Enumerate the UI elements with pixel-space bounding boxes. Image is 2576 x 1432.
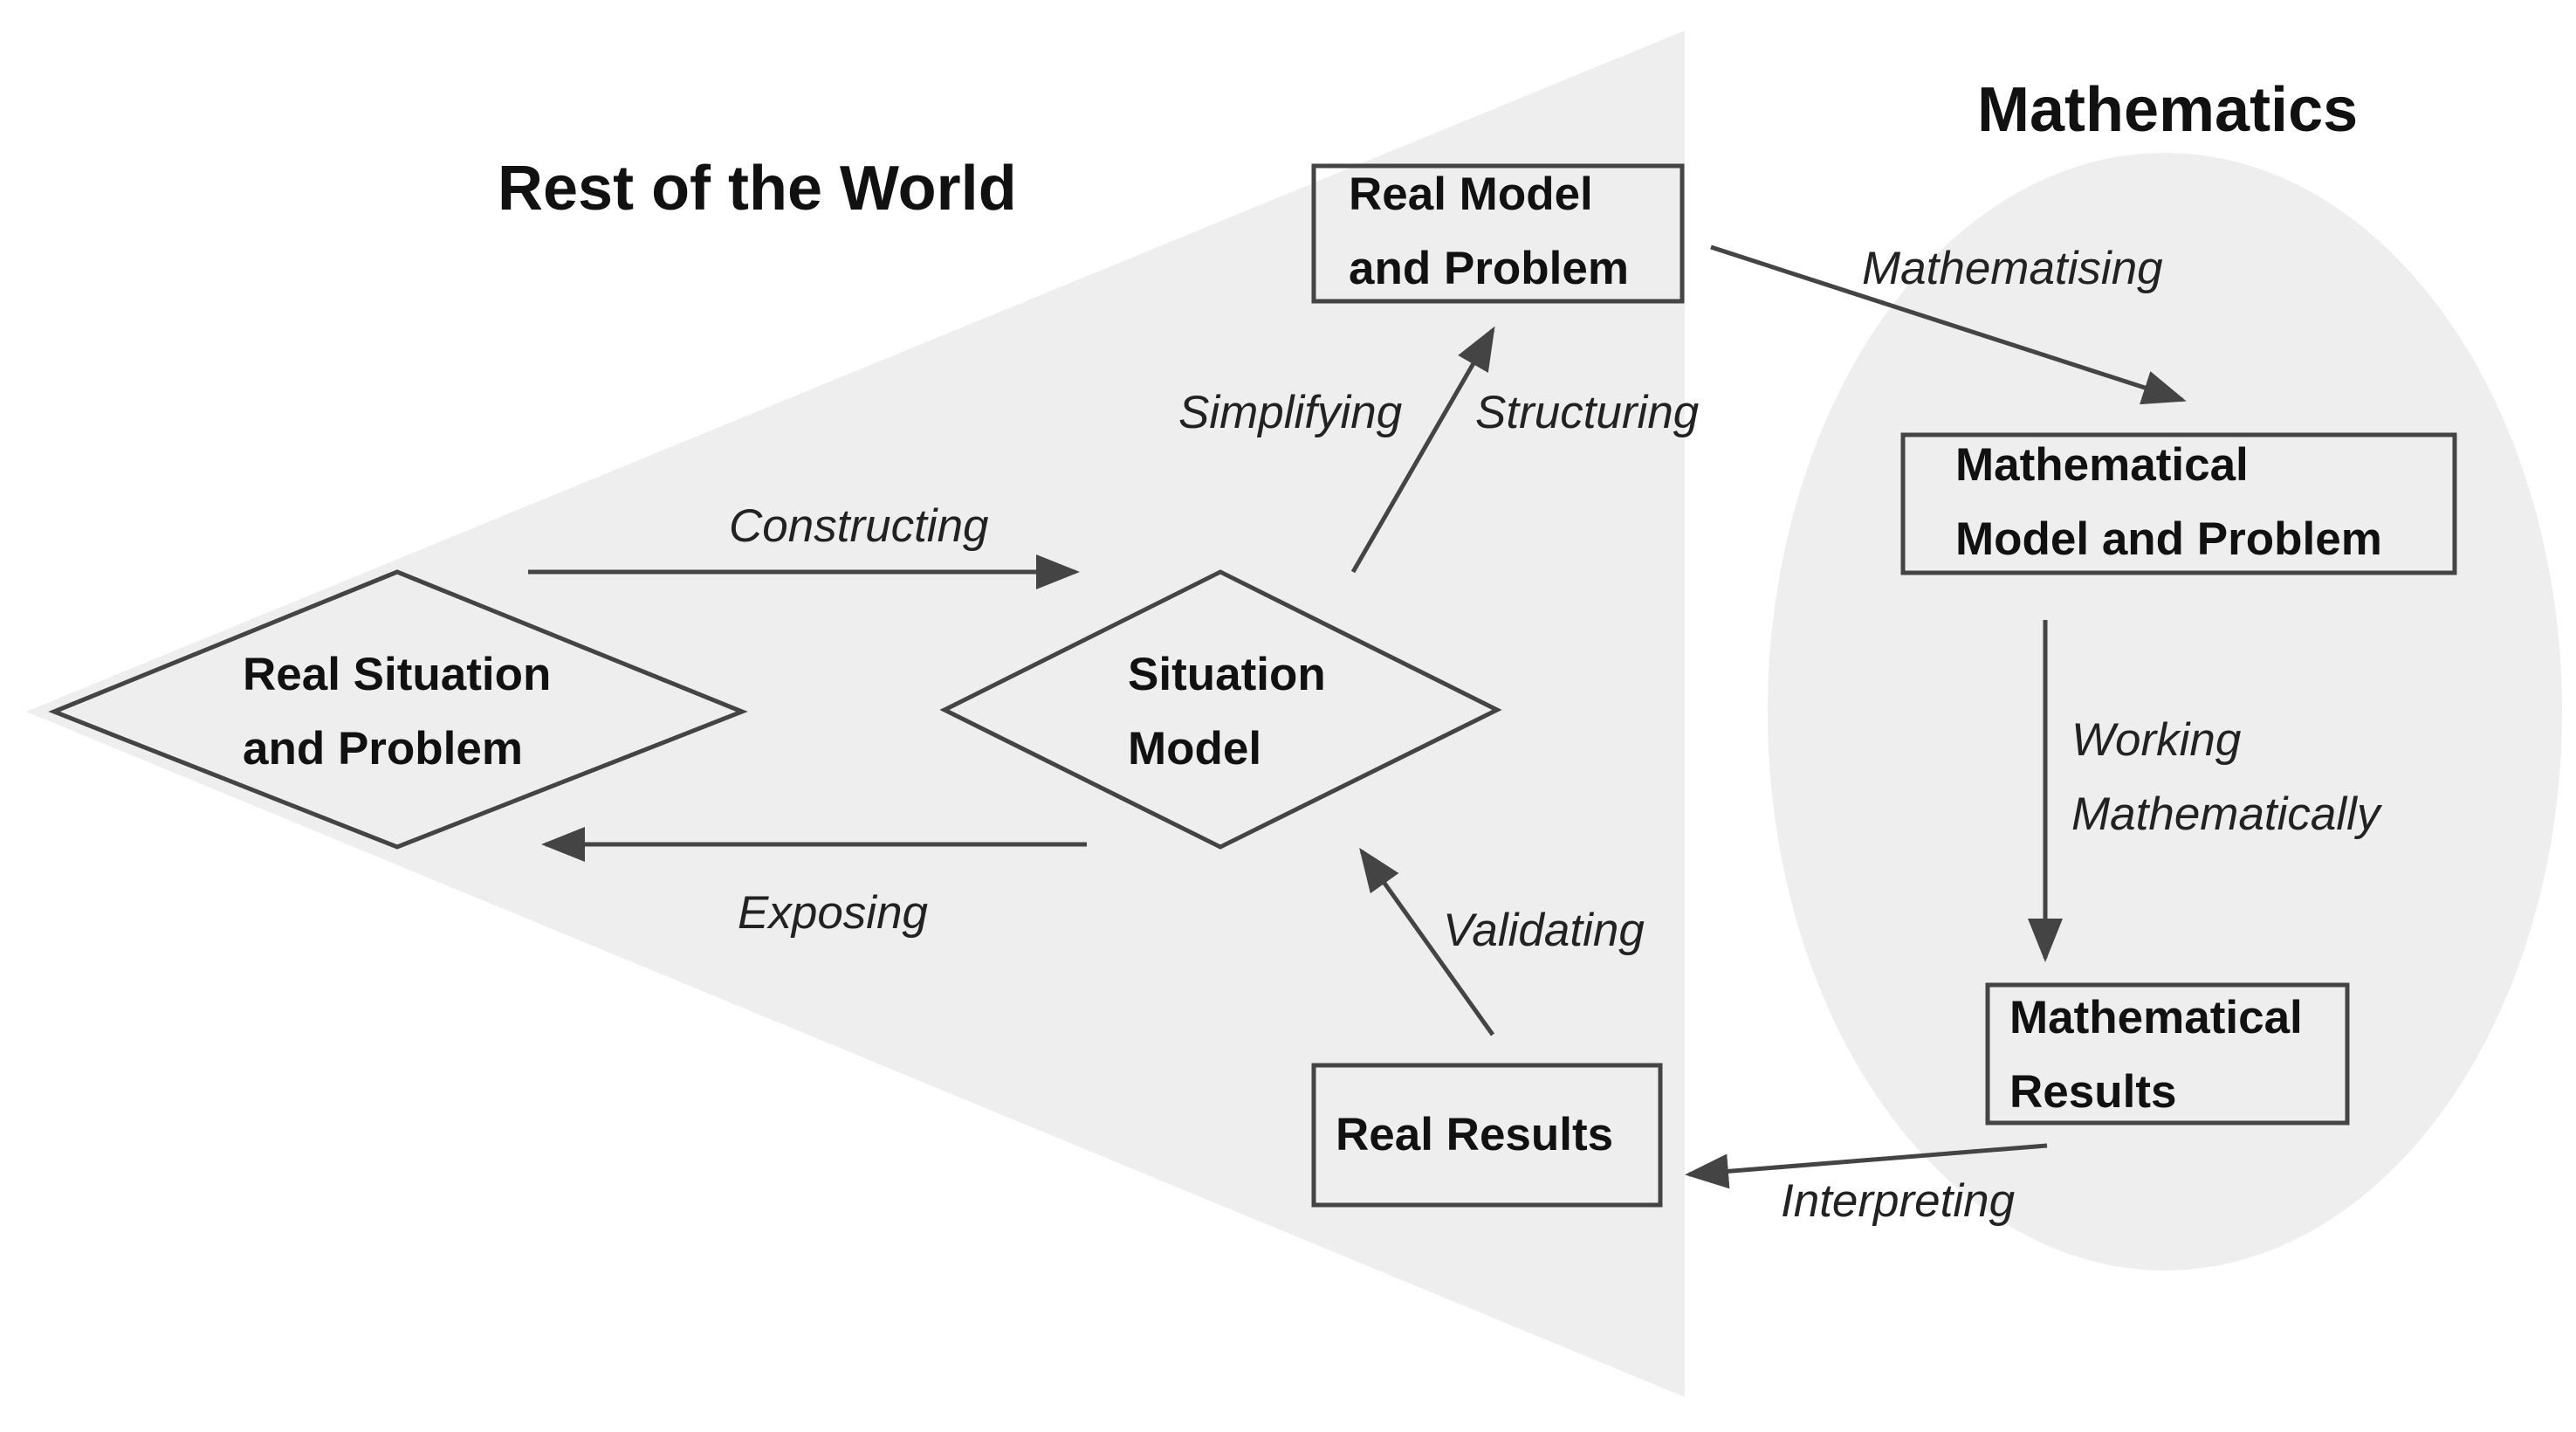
math-results-line-2: Results [2009,1066,2176,1118]
real-situation-line-2: and Problem [243,723,523,775]
real-model-line-1: Real Model [1349,169,1593,220]
simplifying-structuring-arrow [1350,326,1495,574]
math-results-box [1985,982,2350,1126]
validating-label: Validating [1443,905,1645,956]
real-results-box [1311,1063,1663,1208]
rest-of-world-title: Rest of the World [498,154,1017,224]
math-results-line-1: Mathematical [2009,992,2303,1043]
situation-model-diamond [939,569,1502,850]
interpreting-arrow [1685,1143,2048,1189]
mathematising-label: Mathematising [1862,243,2163,294]
constructing-label: Constructing [729,500,989,552]
interpreting-label: Interpreting [1781,1175,2016,1227]
structuring-label: Structuring [1475,387,1700,438]
real-results-line-1: Real Results [1336,1109,1613,1160]
situation-model-line-1: Situation [1128,649,1326,700]
mathematics-title: Mathematics [1977,75,2358,145]
math-results-label: Mathematical Results [2009,992,2316,1118]
real-situation-line-1: Real Situation [243,649,551,700]
validating-arrow [1359,847,1495,1036]
working-label-line-2: Mathematically [2071,788,2383,840]
simplifying-label: Simplifying [1178,387,1403,438]
working-label-line-1: Working [2071,714,2242,766]
mathematising-arrow [1710,244,2187,405]
real-model-box [1311,163,1685,304]
math-model-line-2: Model and Problem [1955,513,2382,565]
math-model-box [1900,432,2457,575]
real-results-label: Real Results [1336,1109,1613,1160]
situation-model-label: Situation Model [1128,649,1338,775]
real-situation-diamond [48,569,748,850]
mathematics-region [1768,153,2562,1270]
working-mathematically-label: Working Mathematically [2071,714,2383,840]
math-model-label: Mathematical Model and Problem [1955,439,2382,565]
rest-of-world-region [26,31,1685,1397]
exposing-label: Exposing [738,887,929,939]
real-model-label: Real Model and Problem [1349,169,1629,294]
situation-model-line-2: Model [1128,723,1261,775]
real-situation-label: Real Situation and Problem [243,649,564,775]
real-model-line-2: and Problem [1349,243,1629,294]
math-model-line-1: Mathematical [1955,439,2249,491]
